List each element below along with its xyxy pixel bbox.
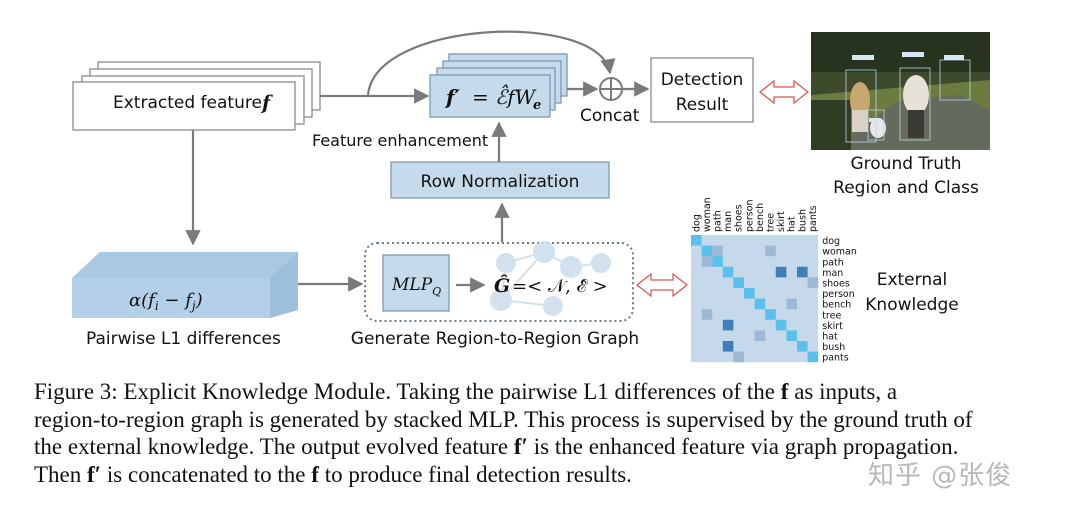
graph-symbol: Ĝ [494, 274, 510, 297]
matrix-cell [775, 319, 787, 331]
matrix-column-label: hat [787, 216, 798, 232]
extracted-feature-stack: Extracted feature f [72, 61, 321, 131]
matrix-column-label: pants [808, 205, 819, 232]
pairwise-formula: α(fi − fj) [129, 290, 203, 313]
concat-label: Concat [580, 106, 640, 126]
matrix-column-label: skirt [776, 211, 787, 232]
matrix-column-label: man [723, 211, 734, 232]
matrix-row-label: man [822, 268, 843, 279]
enhanced-feature-stack: f′ = ℰ̂fW e [429, 53, 568, 118]
caption-bold-symbol: f′ [87, 461, 102, 487]
matrix-row-label: hat [822, 332, 838, 343]
matrix-cell [744, 288, 755, 299]
matrix-column-label: bush [797, 209, 808, 232]
matrix-row-label: bush [822, 342, 845, 353]
matrix-cell [765, 309, 776, 320]
external-knowledge-line1: External [877, 270, 948, 290]
detection-result-line1: Detection [661, 70, 744, 90]
matrix-cell [722, 266, 734, 278]
caption-bold-symbol: f [311, 461, 319, 487]
matrix-row-label: pants [822, 353, 849, 364]
matrix-cell [722, 341, 734, 352]
mlp-box [382, 254, 450, 312]
external-knowledge-matrix: dogdogwomanwomanpathpathmanmanshoesshoes… [691, 197, 857, 364]
skip-connection-arrow [366, 30, 616, 97]
detection-result-line2: Result [676, 95, 729, 115]
caption-bold-symbol: f [780, 379, 789, 404]
caption-line: the external knowledge. The output evolv… [34, 434, 959, 459]
extracted-feature-symbol: f [260, 92, 273, 114]
enhanced-feature-formula-rhs: = ℰ̂fW [472, 84, 537, 109]
matrix-cell [754, 330, 766, 341]
matrix-column-label: dog [691, 214, 702, 232]
matrix-cell [765, 245, 776, 257]
matrix-cell [786, 298, 797, 310]
matrix-column-label: path [713, 210, 724, 232]
matrix-cell [797, 266, 808, 278]
pairwise-label: Pairwise L1 differences [86, 329, 281, 349]
matrix-cell [807, 277, 819, 288]
extracted-feature-label: Extracted feature [113, 93, 262, 113]
caption-bold-symbol: f′ [513, 434, 528, 459]
matrix-column-label: woman [702, 197, 713, 232]
matrix-row-label: person [822, 289, 855, 300]
double-arrow-graph-matrix [636, 272, 688, 298]
matrix-row-label: shoes [822, 279, 850, 290]
mlp-label: MLPQ [391, 275, 441, 298]
caption-line: Figure 3: Explicit Knowledge Module. Tak… [34, 379, 898, 404]
matrix-cell [775, 266, 787, 278]
ground-truth-line2: Region and Class [833, 178, 979, 198]
matrix-cell [797, 341, 808, 352]
matrix-column-label: shoes [734, 204, 745, 232]
ground-truth-image [811, 32, 990, 150]
enhanced-feature-formula-lhs: f′ [444, 85, 461, 109]
matrix-column-label: bench [755, 203, 766, 232]
matrix-row-label: tree [822, 310, 841, 321]
graph-module-container [364, 242, 634, 322]
enhanced-feature-subscript: e [533, 98, 541, 113]
matrix-row-label: dog [822, 236, 840, 247]
external-knowledge-line2: Knowledge [865, 295, 958, 315]
pairwise-differences-slab: α(fi − fj) [72, 252, 298, 318]
concat-plus-icon [599, 77, 623, 101]
matrix-cell [712, 245, 723, 257]
matrix-cell [754, 298, 766, 310]
figure-caption: Figure 3: Explicit Knowledge Module. Tak… [34, 378, 1054, 488]
matrix-cell [733, 277, 744, 288]
caption-line: Then f′ is concatenated to the f to prod… [34, 461, 632, 487]
matrix-cell [701, 245, 713, 257]
graph-nodes-icon [490, 241, 611, 316]
caption-line: region-to-region graph is generated by s… [34, 406, 973, 432]
matrix-row-label: bench [822, 300, 851, 311]
matrix-cell [701, 309, 713, 320]
matrix-cell [712, 256, 723, 267]
graph-formula: =< 𝒩, ℰ̂ > [512, 276, 608, 297]
detection-result-box: Detection Result [650, 57, 754, 123]
matrix-column-label: tree [766, 213, 777, 232]
matrix-cell [701, 256, 713, 267]
explicit-knowledge-module-diagram: Extracted feature f f′ = ℰ̂fW e Feature … [72, 30, 990, 364]
row-normalization-label: Row Normalization [421, 172, 580, 192]
matrix-row-label: path [822, 257, 844, 268]
matrix-row-label: skirt [822, 321, 843, 332]
matrix-cell [722, 319, 734, 331]
ground-truth-line1: Ground Truth [850, 154, 961, 174]
double-arrow-detection-groundtruth [759, 79, 809, 105]
watermark: 知乎 @张俊 [868, 461, 1013, 491]
matrix-cell [691, 235, 702, 246]
matrix-row-label: woman [822, 247, 857, 258]
graph-module-label: Generate Region-to-Region Graph [351, 329, 639, 349]
matrix-cell [786, 330, 797, 341]
matrix-cell [807, 351, 819, 363]
feature-enhancement-label: Feature enhancement [312, 131, 488, 150]
matrix-cell [733, 351, 744, 363]
row-normalization-box [390, 161, 610, 199]
matrix-column-label: person [744, 199, 755, 232]
